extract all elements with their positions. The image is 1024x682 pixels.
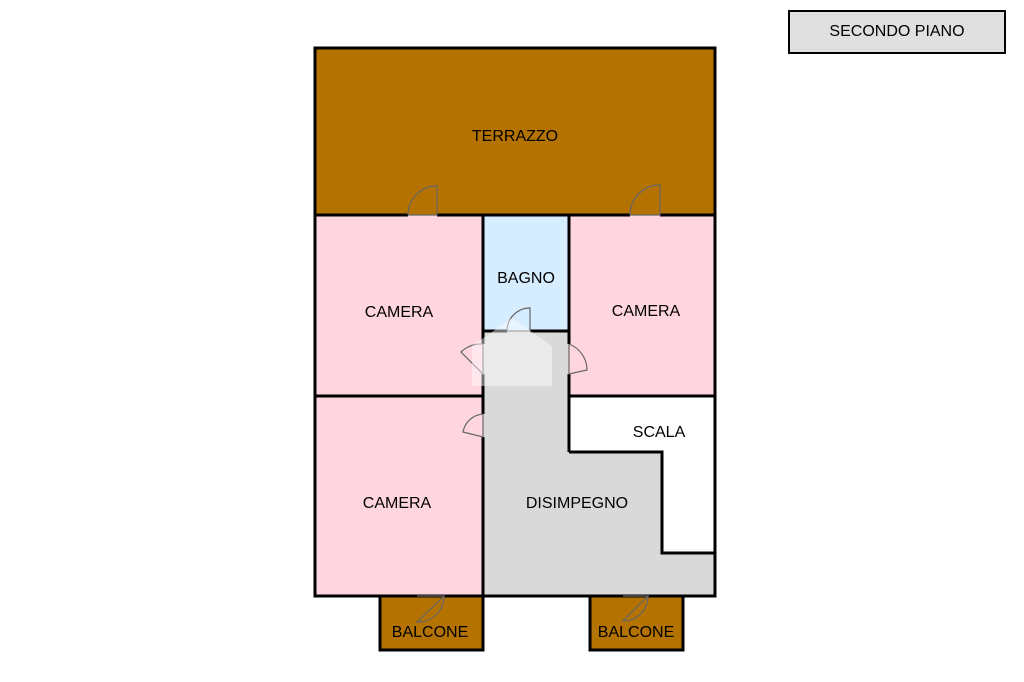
bagno-label: BAGNO [497, 270, 555, 287]
watermark-logo [472, 318, 552, 386]
camera-nw-area [315, 215, 483, 396]
balcone-right-area [590, 596, 683, 650]
camera-ne-area [569, 215, 715, 396]
floor-label: SECONDO PIANO [788, 10, 1006, 54]
balcone-right-label: BALCONE [598, 624, 674, 641]
terrazzo-label: TERRAZZO [472, 128, 558, 145]
camera-ne-label: CAMERA [612, 303, 681, 320]
bagno-area [483, 215, 569, 331]
door-swings [407, 184, 661, 623]
camera-sw-area [315, 396, 483, 596]
camera-sw-label: CAMERA [363, 495, 432, 512]
disimpegno-label: DISIMPEGNO [526, 495, 628, 512]
balcone-left-label: BALCONE [392, 624, 468, 641]
scala-area [569, 396, 715, 553]
scala-label: SCALA [633, 424, 686, 441]
balcone-left-area [380, 596, 483, 650]
walls [313, 46, 717, 652]
disimpegno-area [483, 331, 715, 596]
camera-nw-label: CAMERA [365, 304, 434, 321]
